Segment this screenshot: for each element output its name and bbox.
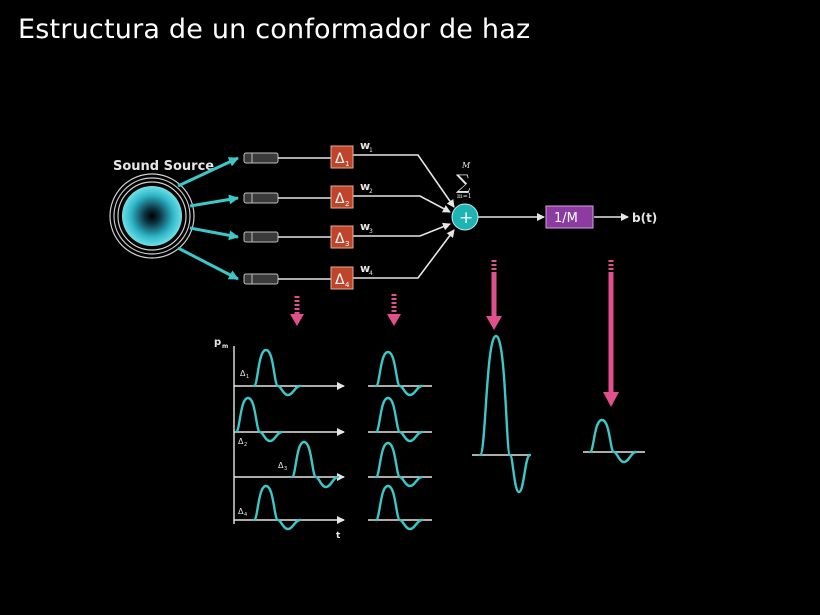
pulse [252, 484, 302, 531]
down-arrow [290, 296, 304, 326]
output-label: b(t) [632, 211, 657, 225]
signal-lines [278, 154, 629, 280]
sum-node: + [451, 203, 479, 231]
svg-text:M: M [461, 161, 471, 170]
down-arrow [387, 294, 401, 326]
svg-text:1/M: 1/M [554, 211, 578, 226]
sound-rays [177, 156, 239, 281]
svg-text:1: 1 [369, 147, 373, 154]
microphone-icon [243, 152, 279, 164]
summation-symbol: M ∑ m=1 [456, 161, 472, 200]
microphone-icon [243, 192, 279, 204]
svg-text:2: 2 [244, 442, 247, 448]
down-arrow [603, 260, 619, 407]
svg-text:m=1: m=1 [457, 193, 472, 200]
svg-text:w: w [360, 262, 370, 275]
sound-source [109, 173, 195, 259]
svg-text:2: 2 [369, 188, 373, 195]
svg-text:w: w [360, 139, 370, 152]
svg-text:t: t [336, 531, 341, 541]
svg-text:Δ: Δ [238, 507, 244, 516]
delay-block: Δ 2 [330, 185, 354, 209]
svg-text:3: 3 [284, 466, 287, 472]
svg-text:Δ: Δ [335, 191, 345, 207]
page-title: Estructura de un conformador de haz [18, 14, 531, 45]
svg-text:w: w [360, 220, 370, 233]
svg-text:Δ: Δ [238, 437, 244, 446]
pulse [374, 484, 424, 531]
svg-text:Δ: Δ [335, 151, 345, 167]
svg-text:Δ: Δ [335, 231, 345, 247]
svg-text:m: m [222, 343, 228, 350]
microphone-icon [243, 273, 279, 285]
plot-labels: p m t Δ 1 Δ 2 Δ 3 Δ 4 [214, 337, 341, 541]
pulses [234, 334, 638, 531]
svg-text:p: p [214, 337, 221, 348]
svg-text:2: 2 [345, 200, 349, 208]
microphone-icon [243, 231, 279, 243]
microphone-array [243, 152, 279, 285]
pulse [374, 441, 424, 488]
delay-block: Δ 1 [330, 145, 354, 169]
svg-text:+: + [459, 208, 473, 228]
svg-text:∑: ∑ [456, 170, 471, 194]
down-arrow [486, 260, 502, 330]
signal-plot [233, 346, 345, 524]
svg-text:Δ: Δ [278, 461, 284, 470]
pulse [478, 334, 532, 494]
svg-text:3: 3 [369, 228, 373, 235]
pulse [234, 396, 284, 443]
sound-source-label: Sound Source [113, 159, 214, 174]
pulse [252, 348, 302, 397]
delay-block: Δ 3 [330, 225, 354, 249]
svg-text:4: 4 [345, 281, 350, 289]
svg-text:4: 4 [369, 270, 373, 277]
weight-labels: w 1 w 2 w 3 w 4 [360, 139, 373, 277]
pulse [374, 396, 424, 443]
delay-block: Δ 4 [330, 266, 354, 290]
svg-text:1: 1 [345, 160, 349, 168]
svg-text:1: 1 [246, 374, 249, 380]
svg-text:4: 4 [244, 512, 247, 518]
svg-text:3: 3 [345, 240, 349, 248]
svg-text:Δ: Δ [240, 369, 246, 378]
svg-text:w: w [360, 180, 370, 193]
pulse [290, 440, 340, 489]
pulse [588, 418, 638, 464]
pulse [374, 350, 424, 397]
svg-text:Δ: Δ [335, 272, 345, 288]
normalize-block: 1/M [545, 205, 594, 229]
